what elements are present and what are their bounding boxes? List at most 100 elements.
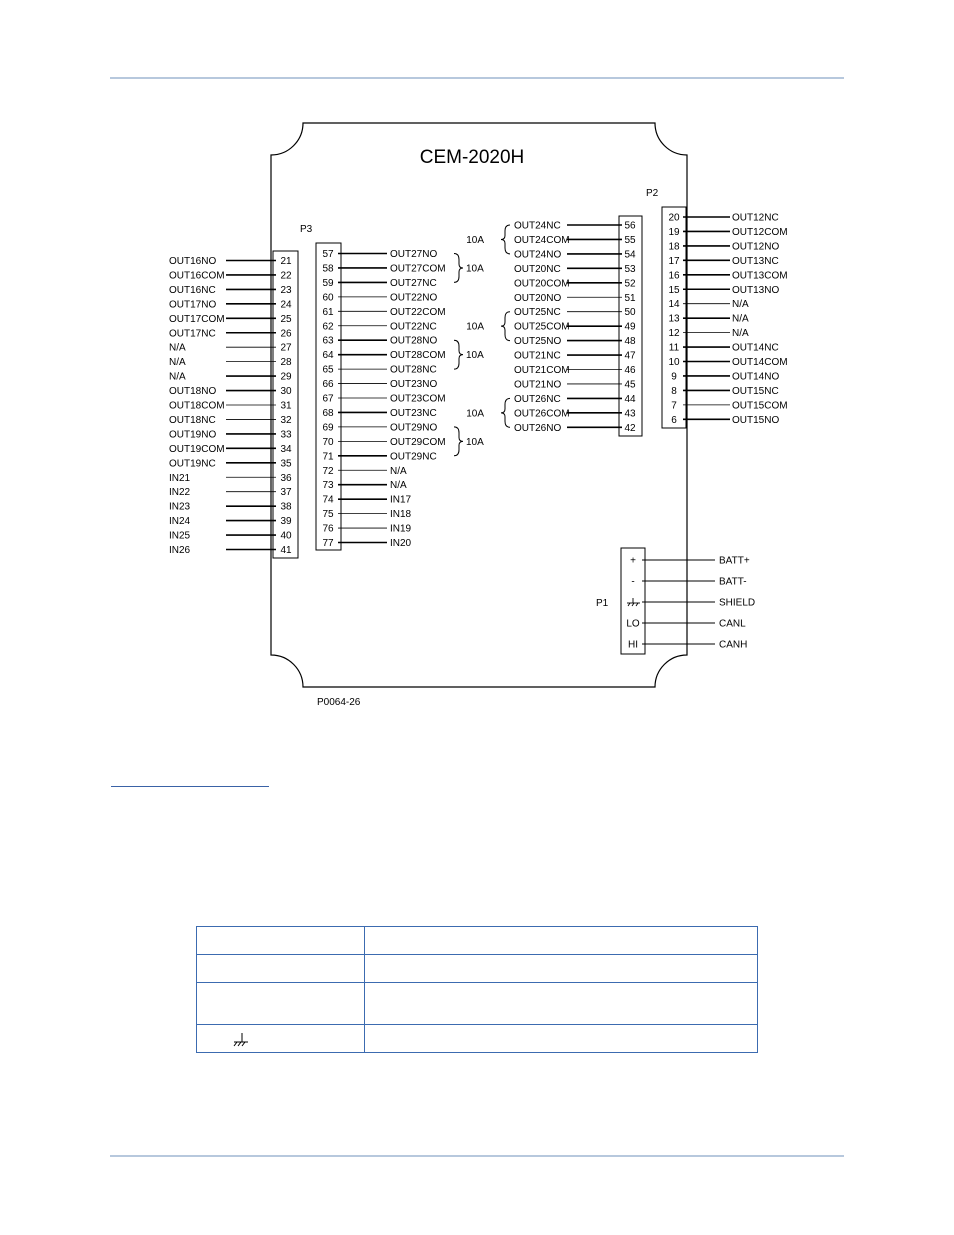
- p1-label: P1: [596, 598, 609, 609]
- mid-pin-label: OUT21COM: [514, 365, 570, 376]
- p1-pin-number: +: [630, 556, 636, 567]
- p3-pin-number: 76: [322, 524, 334, 535]
- p2-pin-number: 18: [668, 241, 680, 252]
- p3-pin-number: 70: [322, 437, 334, 448]
- p2-pin-number: 15: [668, 285, 680, 296]
- mid-pin-number: 42: [624, 423, 636, 434]
- left-pin-number: 33: [280, 429, 292, 440]
- p3-pin-number: 72: [322, 466, 334, 477]
- mid-pin-number: 55: [624, 235, 636, 246]
- p3-pin-label: OUT22NO: [390, 292, 437, 303]
- mid-pin-label: OUT25NO: [514, 336, 561, 347]
- p2-pin-number: 13: [668, 314, 680, 325]
- p2-pin-number: 6: [671, 415, 677, 426]
- p3-pin-label: OUT27NO: [390, 249, 437, 260]
- mid-pin-number: 44: [624, 394, 636, 405]
- mid-pin-number: 45: [624, 379, 636, 390]
- left-pin-number: 38: [280, 502, 292, 513]
- left-pin-label: N/A: [169, 357, 186, 368]
- p2-pin-label: OUT15NO: [732, 415, 779, 426]
- mid-pin-label: OUT26COM: [514, 408, 570, 419]
- mid-pin-number: 51: [624, 293, 636, 304]
- left-pin-number: 27: [280, 343, 292, 354]
- p2-pin-number: 16: [668, 270, 680, 281]
- p2-pin-number: 12: [668, 328, 680, 339]
- hyperlink-underline[interactable]: [111, 786, 269, 787]
- p1-pin-number: LO: [626, 619, 640, 630]
- left-pin-number: 29: [280, 372, 292, 383]
- p3-pin-label: OUT29NO: [390, 422, 437, 433]
- left-pin-label: IN25: [169, 531, 191, 542]
- left-pin-number: 24: [280, 299, 292, 310]
- p3-pin-label: OUT28COM: [390, 350, 446, 361]
- mid-pin-number: 56: [624, 221, 636, 232]
- p3-pin-label: IN19: [390, 524, 412, 535]
- board-title: CEM-2020H: [420, 147, 525, 168]
- p3-pin-label: OUT29NC: [390, 451, 437, 462]
- p2-pin-label: OUT14COM: [732, 357, 788, 368]
- p2-pin-number: 11: [669, 343, 680, 354]
- relay-group-label: 10A: [466, 235, 484, 246]
- p3-pin-label: OUT28NC: [390, 365, 437, 376]
- left-pin-label: N/A: [169, 372, 186, 383]
- p3-pin-label: OUT23NC: [390, 408, 437, 419]
- left-pin-label: IN22: [169, 487, 191, 498]
- p2-pin-number: 8: [671, 386, 677, 397]
- shield-ground-icon: [631, 602, 635, 607]
- relay-group-label: 10A: [466, 350, 484, 361]
- p1-pin-label: BATT+: [719, 556, 750, 567]
- p2-pin-number: 10: [668, 357, 680, 368]
- mid-pin-label: OUT20NO: [514, 293, 561, 304]
- p3-pin-label: IN17: [390, 495, 412, 506]
- mid-pin-label: OUT26NC: [514, 394, 561, 405]
- p3-pin-number: 71: [322, 451, 334, 462]
- relay-group-label: 10A: [466, 408, 484, 419]
- p3-pin-number: 60: [322, 292, 334, 303]
- left-pin-label: IN26: [169, 545, 191, 556]
- chassis-ground-icon: [233, 1032, 248, 1046]
- p3-pin-label: IN20: [390, 538, 412, 549]
- p2-pin-label: OUT13COM: [732, 270, 788, 281]
- p3-pin-number: 64: [322, 350, 334, 361]
- p1-pin-label: CANL: [719, 619, 746, 630]
- relay-group-brace: [500, 397, 511, 428]
- left-pin-number: 37: [280, 487, 292, 498]
- p3-pin-number: 77: [322, 538, 334, 549]
- relay-group-label: 10A: [466, 322, 484, 333]
- header-rule: [110, 77, 844, 79]
- p3-pin-number: 62: [322, 321, 334, 332]
- p3-pin-label: OUT28NO: [390, 336, 437, 347]
- p2-pin-label: N/A: [732, 328, 749, 339]
- p3-pin-number: 65: [322, 365, 334, 376]
- mid-pin-number: 54: [624, 249, 636, 260]
- left-pin-number: 41: [280, 545, 292, 556]
- p2-connector-box: [661, 206, 687, 429]
- p3-pin-label: OUT27COM: [390, 263, 446, 274]
- p2-pin-number: 20: [668, 213, 680, 224]
- left-pin-number: 32: [280, 415, 292, 426]
- p3-pin-number: 66: [322, 379, 334, 390]
- left-pin-label: OUT17NC: [169, 328, 216, 339]
- p1-pin-number: -: [631, 577, 634, 588]
- left-pin-number: 26: [280, 328, 292, 339]
- mid-pin-label: OUT21NC: [514, 351, 561, 362]
- mid-pin-number: 49: [624, 322, 636, 333]
- pin-table: [196, 926, 758, 1053]
- p1-pin-label: CANH: [719, 640, 747, 651]
- shield-ground-icon: [635, 602, 639, 607]
- left-pin-label: OUT19NC: [169, 458, 216, 469]
- p1-pin-number: HI: [628, 640, 638, 651]
- left-pin-number: 23: [280, 285, 292, 296]
- p3-pin-label: IN18: [390, 509, 412, 520]
- p3-pin-number: 61: [322, 307, 334, 318]
- relay-group-label: 10A: [466, 437, 484, 448]
- p2-pin-label: N/A: [732, 299, 749, 310]
- p3-label: P3: [300, 224, 313, 235]
- p3-pin-label: OUT22NC: [390, 321, 437, 332]
- table-row: [196, 982, 758, 1025]
- left-pin-number: 40: [280, 531, 292, 542]
- p3-pin-label: OUT29COM: [390, 437, 446, 448]
- p2-pin-label: OUT12NC: [732, 213, 779, 224]
- p2-label: P2: [646, 188, 659, 199]
- footer-rule: [110, 1155, 844, 1157]
